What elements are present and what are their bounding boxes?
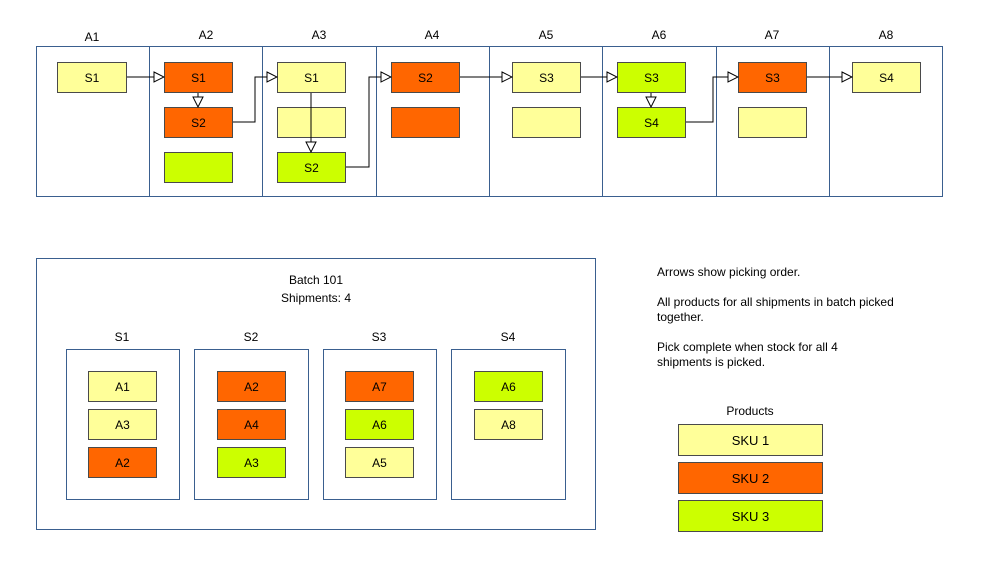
arrow-a6-to-a7: [686, 77, 738, 123]
shipment-s2-item: A3: [217, 447, 286, 478]
aisle-header-a3: A3: [311, 28, 327, 42]
aisle-divider: [149, 46, 150, 197]
shipment-s3-item: A5: [345, 447, 414, 478]
shipment-s3-item: A7: [345, 371, 414, 402]
bin-a1-s1: S1: [57, 62, 127, 93]
legend-title: Products: [726, 404, 774, 418]
shipment-card-s2: [194, 349, 309, 500]
legend-sku3: SKU 3: [678, 500, 823, 532]
aisle-header-a7: A7: [764, 28, 780, 42]
shipment-s2-item: A2: [217, 371, 286, 402]
bin-a7-empty: [738, 107, 807, 138]
batch-shipments-count: Shipments: 4: [280, 291, 352, 305]
aisle-divider: [602, 46, 603, 197]
aisle-header-a6: A6: [651, 28, 667, 42]
batch-title: Batch 101: [288, 273, 344, 287]
shipment-label-s1: S1: [114, 330, 130, 344]
arrow-a3-to-a4: [346, 77, 391, 168]
aisle-header-a2: A2: [198, 28, 214, 42]
aisle-header-a4: A4: [424, 28, 440, 42]
bin-a4-s2: S2: [391, 62, 460, 93]
shipment-s1-item: A2: [88, 447, 157, 478]
shipment-s1-item: A3: [88, 409, 157, 440]
shipment-s2-item: A4: [217, 409, 286, 440]
aisle-header-a8: A8: [878, 28, 894, 42]
legend-sku2: SKU 2: [678, 462, 823, 494]
bin-a5-empty: [512, 107, 581, 138]
bin-a6-s3: S3: [617, 62, 686, 93]
bin-a2-s1: S1: [164, 62, 233, 93]
bin-a6-s4: S4: [617, 107, 686, 138]
shipment-s1-item: A1: [88, 371, 157, 402]
aisle-divider: [489, 46, 490, 197]
note-picked-together: All products for all shipments in batch …: [657, 295, 894, 324]
bin-a4-empty: [391, 107, 460, 138]
shipment-label-s2: S2: [243, 330, 259, 344]
shipment-s4-item: A6: [474, 371, 543, 402]
shipment-label-s4: S4: [500, 330, 516, 344]
bin-a2-empty: [164, 152, 233, 183]
bin-a3-s1: S1: [277, 62, 346, 93]
aisle-divider: [262, 46, 263, 197]
shipment-s4-item: A8: [474, 409, 543, 440]
bin-a3-s2: S2: [277, 152, 346, 183]
shipment-s3-item: A6: [345, 409, 414, 440]
note-pick-complete: Pick complete when stock for all 4 shipm…: [657, 340, 838, 369]
shipment-card-s4: [451, 349, 566, 500]
bin-a2-s2: S2: [164, 107, 233, 138]
bin-a7-s3: S3: [738, 62, 807, 93]
legend-sku1: SKU 1: [678, 424, 823, 456]
shipment-card-s1: [66, 349, 180, 500]
note-picking-order: Arrows show picking order.: [657, 265, 801, 279]
aisle-header-a5: A5: [538, 28, 554, 42]
shipment-card-s3: [323, 349, 437, 500]
aisle-divider: [376, 46, 377, 197]
aisle-divider: [716, 46, 717, 197]
aisle-divider: [829, 46, 830, 197]
arrow-a2-to-a3: [233, 77, 277, 123]
aisle-header-a1: A1: [84, 30, 100, 44]
shipment-label-s3: S3: [371, 330, 387, 344]
batch-frame: [36, 258, 596, 530]
